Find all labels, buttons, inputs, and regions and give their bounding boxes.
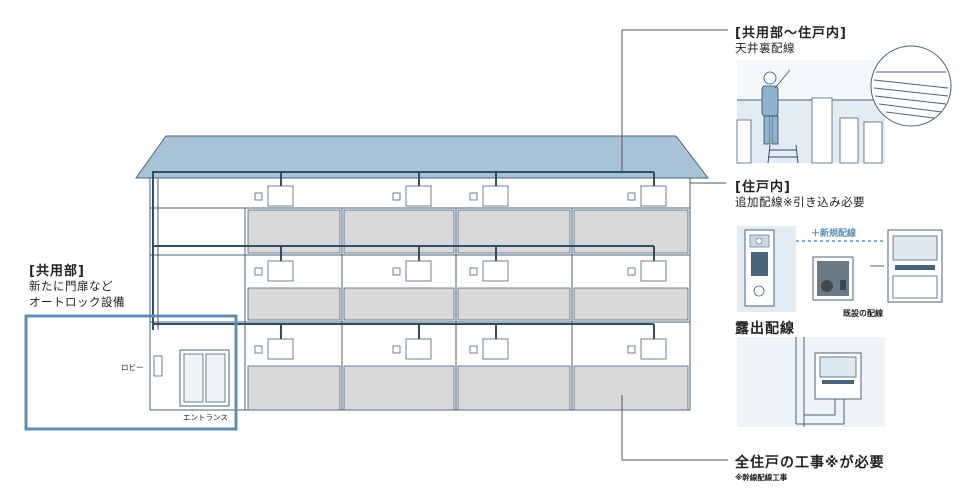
- magnifier-detail: [870, 45, 952, 127]
- unit-wiring-illustration: [737, 226, 943, 312]
- exposed-title: 露出配線: [735, 321, 795, 337]
- common-area-highlight: [24, 314, 238, 431]
- common-area-title: [共用部]: [29, 264, 85, 279]
- leader-lines: [621, 29, 728, 461]
- entrance-label: エントランス: [183, 413, 228, 422]
- monitor-icon: [887, 229, 943, 303]
- intercom-panel-icon: [744, 229, 775, 307]
- door-phone-icon: [812, 256, 854, 301]
- unit-title: [住戸内]: [735, 180, 791, 195]
- ceiling-title: [共用部〜住戸内]: [735, 26, 847, 41]
- ladder-icon: [767, 144, 799, 164]
- new-wiring-label: ＋新規配線: [811, 229, 857, 239]
- building: [24, 135, 710, 431]
- unit-walls: [247, 209, 689, 411]
- footer-note: ※幹線配線工事: [735, 473, 788, 482]
- lobby-label: ロビー: [121, 363, 144, 372]
- unit-windows: [254, 185, 667, 360]
- exposed-wiring-illustration: [737, 337, 885, 427]
- ceiling-subtitle: 天井裏配線: [735, 41, 795, 55]
- worker-illustration: [761, 69, 791, 145]
- common-area-line1: 新たに門扉など: [29, 279, 113, 293]
- entrance-doors: [153, 349, 230, 407]
- lobby-intercom-icon: [153, 355, 163, 377]
- common-area-line2: オートロック設備: [29, 295, 125, 309]
- unit-subtitle: 追加配線※引き込み必要: [735, 195, 866, 209]
- ceiling-wiring-illustration: [736, 45, 952, 164]
- existing-wiring-label: 既設の配線: [843, 309, 883, 318]
- footer-main: 全住戸の工事※が必要: [735, 455, 885, 471]
